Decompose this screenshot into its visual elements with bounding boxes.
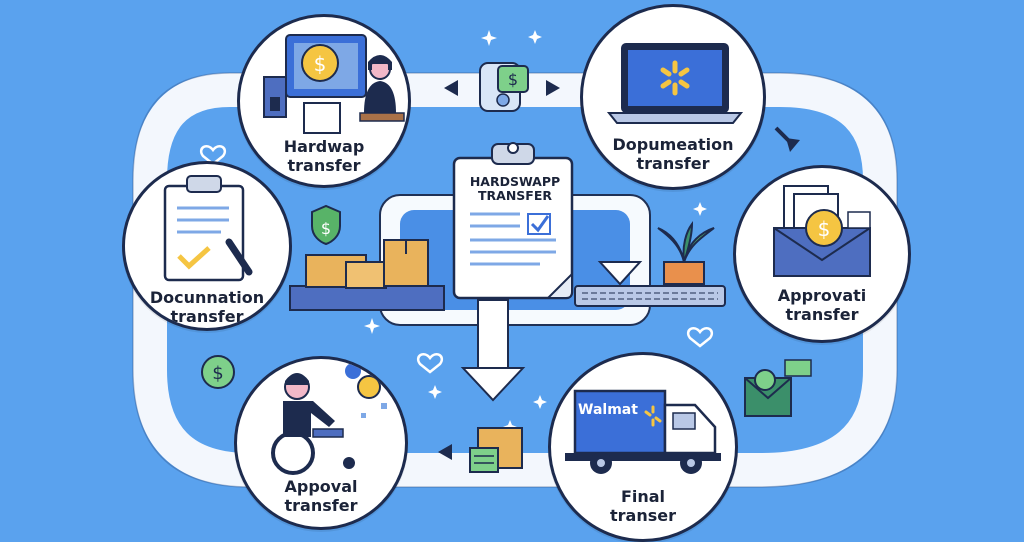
delivery-truck-icon — [565, 389, 721, 474]
truck-brand-text: Walmat — [578, 402, 638, 418]
node-docunnation-transfer: Docunnation transfer — [122, 161, 292, 331]
svg-text:$: $ — [818, 217, 831, 241]
node-label-line1: Approvati — [777, 286, 867, 305]
spark-logo-small-icon — [644, 405, 662, 427]
node-appoval-transfer: Appoval transfer — [234, 356, 408, 530]
shelf-boxes-icon — [289, 239, 445, 311]
envelope-dollar-icon: $ — [773, 185, 871, 277]
node-dopumeation-transfer: Dopumeation transfer — [580, 4, 766, 190]
wheelchair-person-icon — [271, 363, 387, 475]
office-desk-icon: $ — [263, 34, 405, 134]
node-label-line1: Appoval — [284, 477, 358, 496]
arrow-left-icon — [444, 80, 458, 96]
money-tag-icon: $ — [479, 62, 529, 112]
node-final-transfer: Final transer — [548, 352, 738, 542]
document-title-line1: HARDSWAPP — [469, 174, 561, 189]
plant-icon — [657, 220, 715, 285]
laptop-icon — [606, 43, 744, 124]
document-title: HARDSWAPP TRANSFER — [460, 175, 570, 203]
node-label-line1: Final — [620, 487, 666, 506]
svg-text:$: $ — [314, 52, 327, 76]
node-label-line1: Hardwap — [283, 137, 365, 156]
arrow-down-center-icon — [460, 299, 526, 402]
node-hardwap-transfer: $ Hardwap transfer — [237, 14, 411, 188]
svg-text:$: $ — [212, 363, 223, 384]
coin-left-icon: $ — [201, 355, 235, 389]
svg-text:$: $ — [508, 70, 518, 89]
node-label-line2: transfer — [170, 307, 244, 326]
node-approvati-transfer: $ Approvati transfer — [733, 165, 911, 343]
spark-logo-icon — [660, 60, 690, 96]
node-label-line2: transfer — [785, 305, 859, 324]
ring-track — [133, 73, 897, 487]
arrow-right-icon — [546, 80, 560, 96]
envelope-money-icon — [744, 359, 812, 417]
node-label-line1: Docunnation — [149, 288, 265, 307]
svg-text:$: $ — [321, 219, 331, 238]
arrow-down-right-icon — [774, 126, 800, 152]
node-label-line2: transfer — [287, 156, 361, 175]
document-icon — [452, 142, 574, 300]
arrow-down-keyboard-icon — [597, 261, 643, 286]
node-label-line1: Dopumeation — [612, 135, 734, 154]
arrow-left-bottom-icon — [438, 444, 452, 460]
shield-dollar-icon: $ — [311, 204, 341, 246]
keyboard-icon — [574, 285, 726, 307]
node-label-line2: transer — [610, 506, 676, 525]
clipboard-icon — [163, 175, 253, 282]
node-label-line2: transfer — [636, 154, 710, 173]
document-title-line2: TRANSFER — [478, 188, 552, 203]
node-label-line2: transfer — [284, 496, 358, 515]
package-icon — [469, 427, 523, 473]
